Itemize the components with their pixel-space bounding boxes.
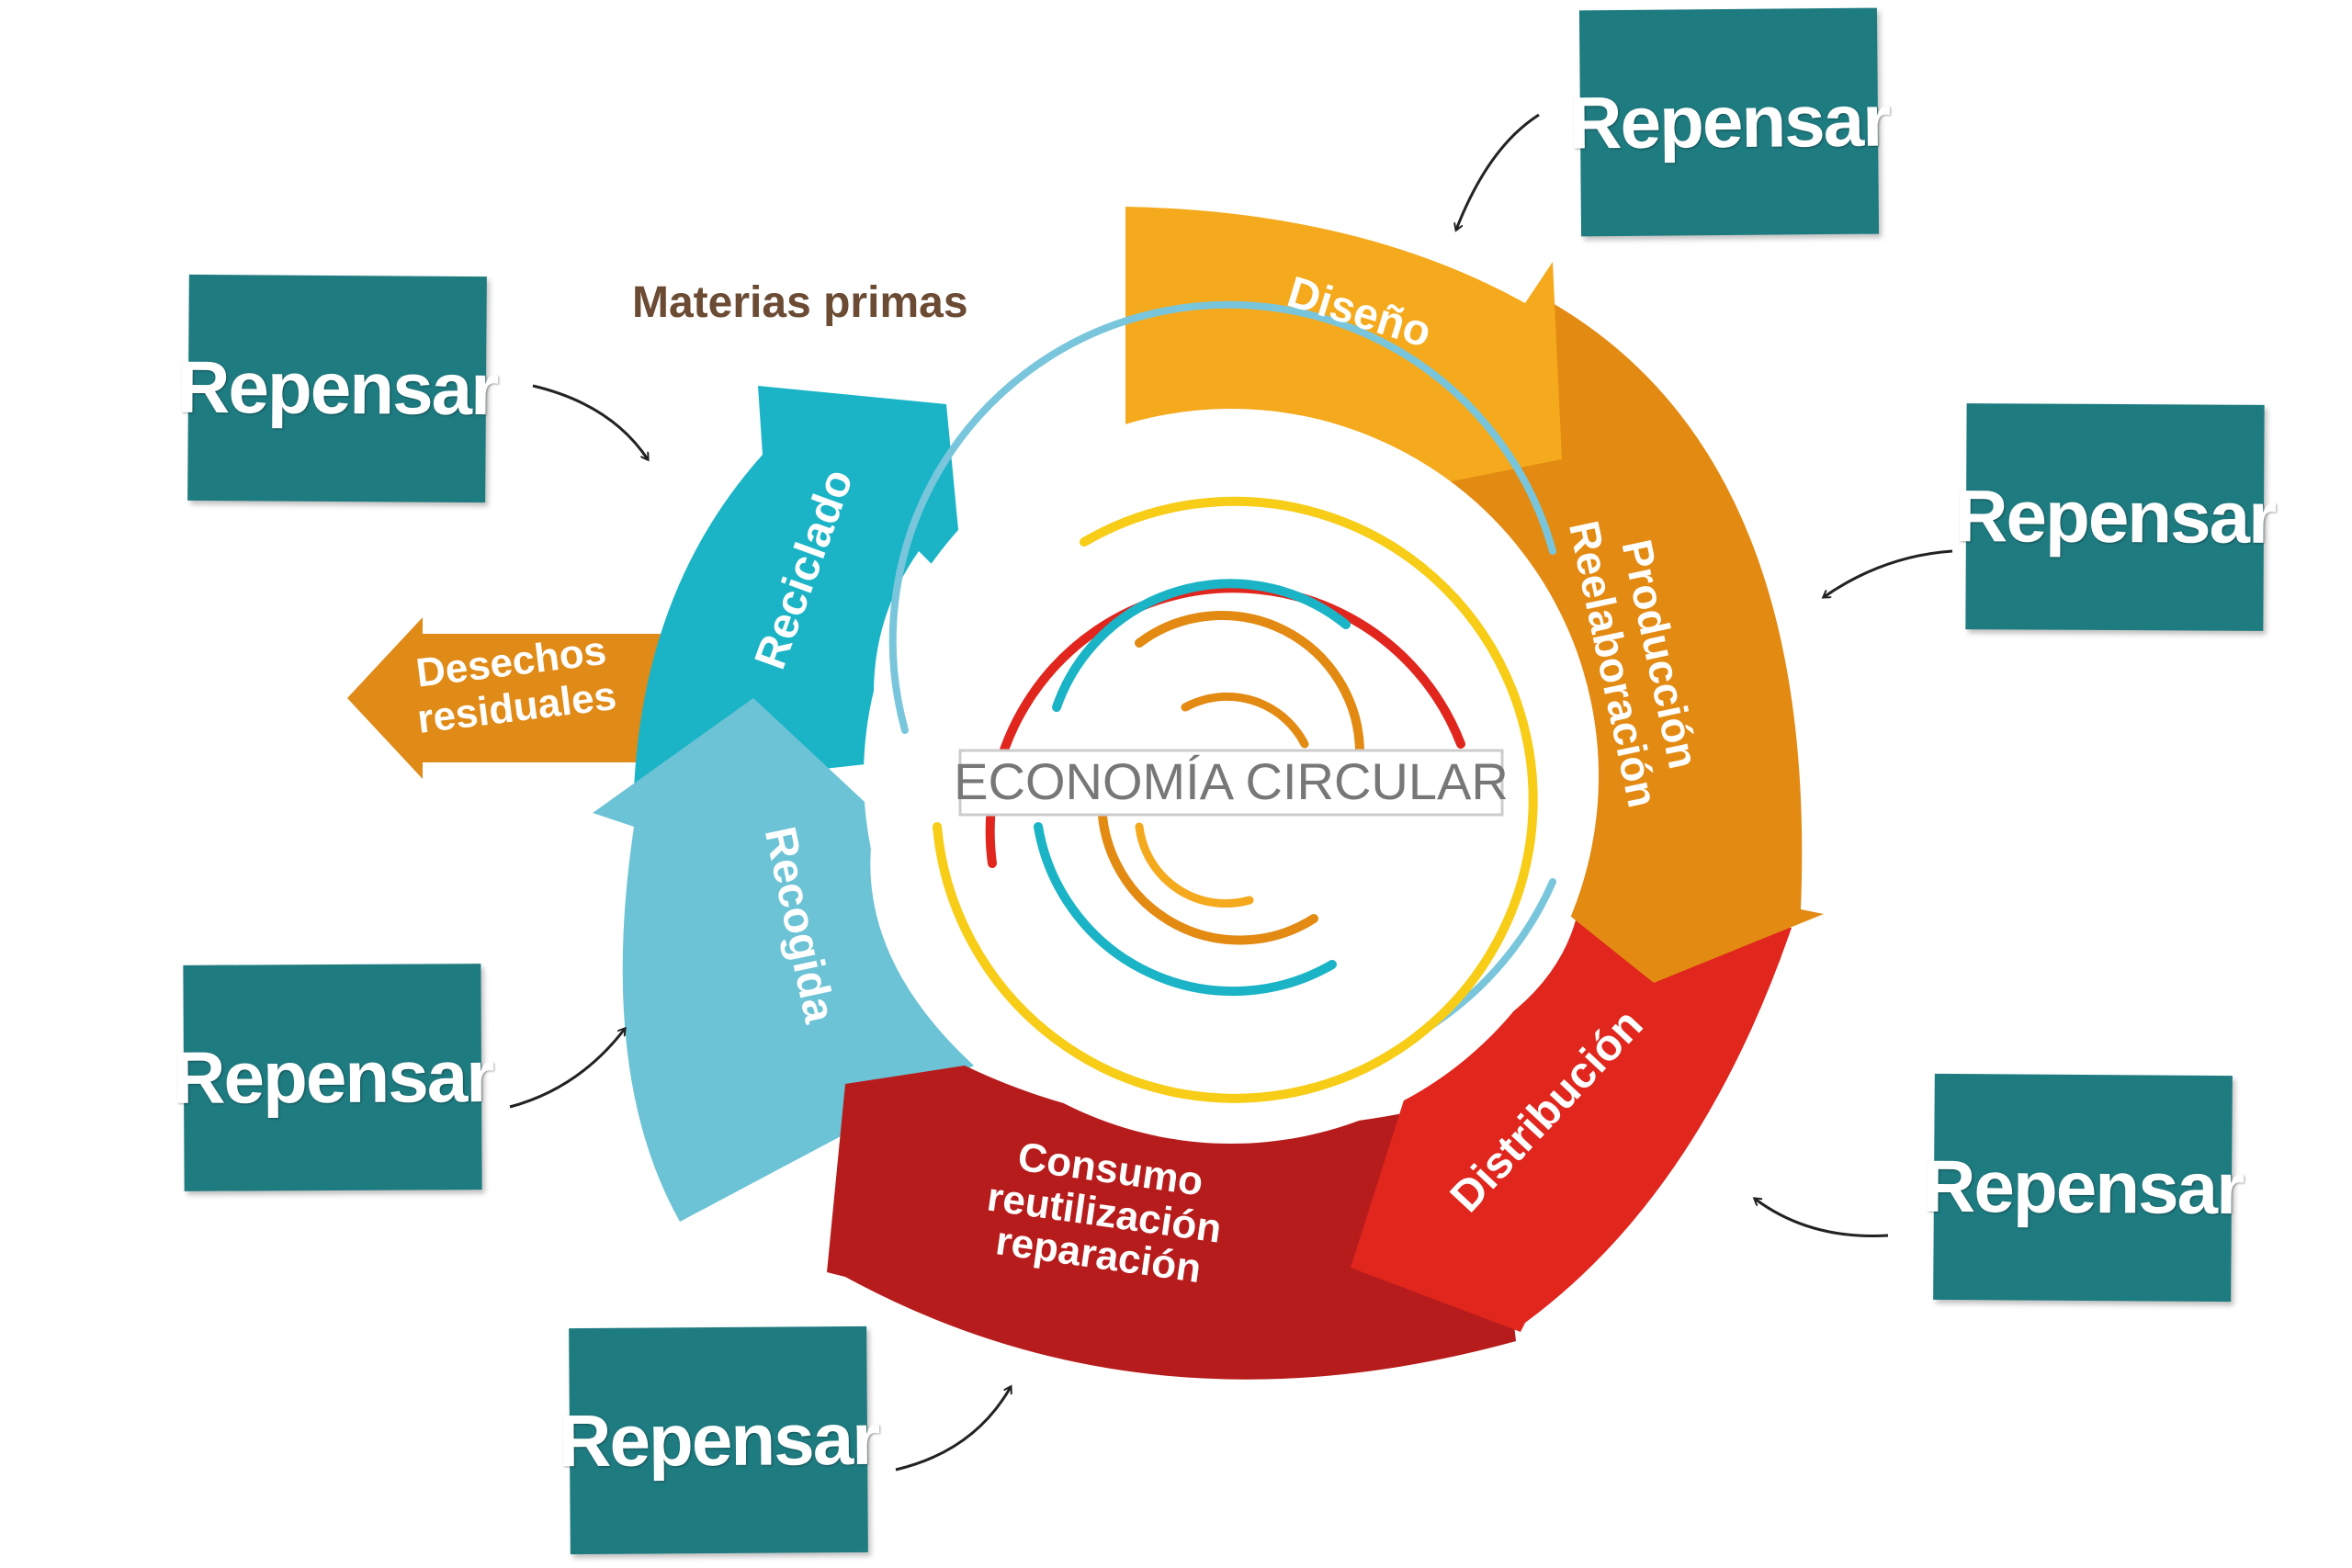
rethink-note-left-upper: Repensar (176, 274, 498, 503)
connector-arrow-right-upper (1824, 549, 1953, 597)
rethink-note-right-upper: Repensar (1954, 403, 2276, 631)
center-title: ECONOMÍA CIRCULAR (954, 752, 1509, 810)
rethink-note-label: Repensar (558, 1397, 879, 1483)
consumption-label: Consumo reutilización reparación (984, 1134, 1224, 1292)
consumption-segment (827, 1066, 1516, 1380)
raw-materials-label: Materias primas (632, 278, 968, 327)
waste-arrow (347, 617, 662, 779)
rethink-note-label: Repensar (1954, 475, 2276, 558)
rethink-note-label: Repensar (1568, 79, 1890, 164)
rethink-note-bottom: Repensar (558, 1325, 879, 1555)
rethink-note-label: Repensar (176, 345, 498, 431)
rethink-note-label: Repensar (172, 1035, 493, 1119)
connector-arrow-right-lower (1755, 1199, 1889, 1237)
production-segment (1396, 303, 1824, 983)
connector-arrow-top (1456, 113, 1540, 230)
rethink-note-top: Repensar (1568, 7, 1890, 237)
connector-arrows (509, 113, 1953, 1472)
distribution-segment (1351, 900, 1792, 1332)
center-title-box: ECONOMÍA CIRCULAR (954, 749, 1509, 817)
connector-arrow-left-lower (509, 1029, 625, 1109)
rethink-note-left-lower: Repensar (172, 964, 493, 1191)
connector-arrow-left-upper (532, 384, 648, 459)
rethink-note-label: Repensar (1922, 1145, 2244, 1230)
rethink-note-right-lower: Repensar (1922, 1073, 2244, 1303)
connector-arrow-bottom (895, 1387, 1011, 1472)
recycling-segment (634, 386, 965, 790)
